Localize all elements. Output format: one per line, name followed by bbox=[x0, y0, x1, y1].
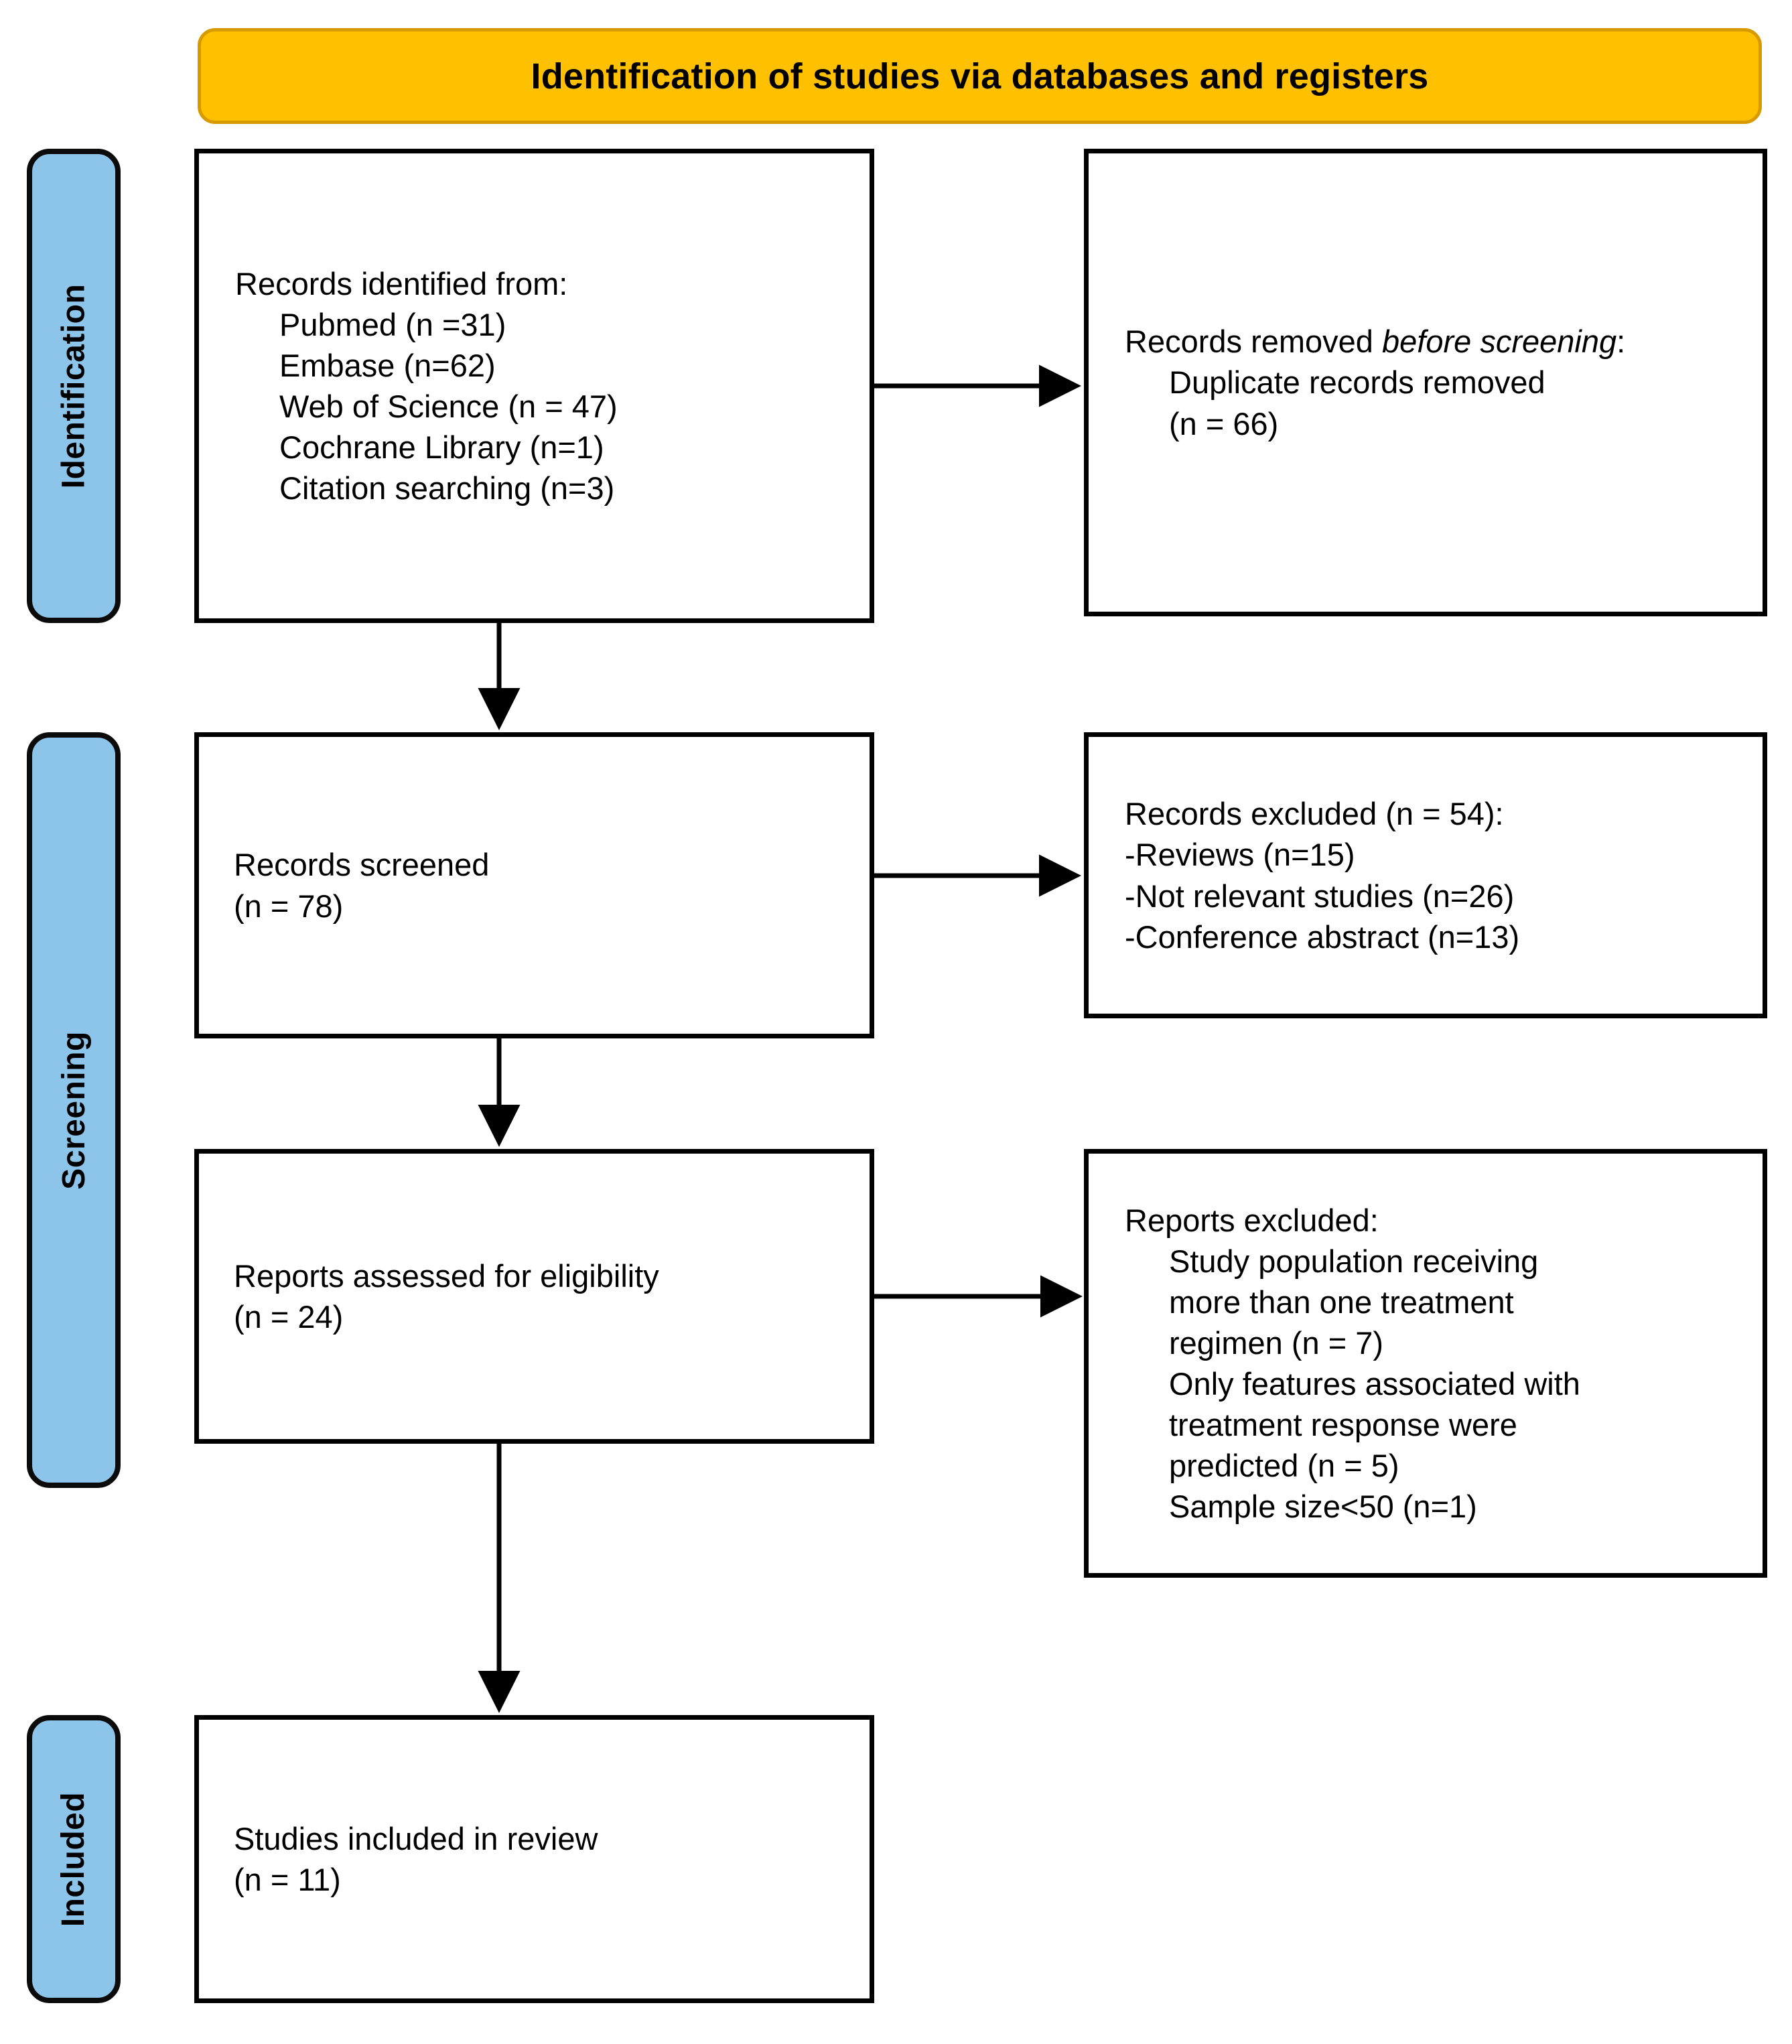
stage-label-identification-text: Identification bbox=[56, 283, 92, 488]
box-studies-included: Studies included in review (n = 11) bbox=[194, 1715, 874, 2003]
records-removed-heading: Records removed before screening: bbox=[1125, 321, 1745, 362]
records-identified-source-citation-searching: Citation searching (n=3) bbox=[279, 470, 615, 506]
reports-excluded-item-1c: regimen (n = 7) bbox=[1169, 1324, 1384, 1361]
stage-label-identification: Identification bbox=[27, 149, 121, 623]
stage-label-included: Included bbox=[27, 1715, 121, 2003]
stage-label-screening: Screening bbox=[27, 732, 121, 1488]
box-records-screened: Records screened (n = 78) bbox=[194, 732, 874, 1038]
studies-included-count: (n = 11) bbox=[234, 1862, 341, 1897]
records-excluded-heading: Records excluded (n = 54): bbox=[1125, 796, 1504, 832]
box-records-removed: Records removed before screening: Duplic… bbox=[1084, 149, 1767, 616]
diagram-header-banner: Identification of studies via databases … bbox=[198, 28, 1762, 124]
records-excluded-item-reviews: -Reviews (n=15) bbox=[1125, 837, 1355, 873]
reports-assessed-count: (n = 24) bbox=[234, 1299, 344, 1335]
box-records-identified: Records identified from: Pubmed (n =31) … bbox=[194, 149, 874, 623]
reports-excluded-item-1a: Study population receiving bbox=[1169, 1243, 1539, 1279]
banner-title: Identification of studies via databases … bbox=[531, 56, 1429, 96]
reports-excluded-item-1b: more than one treatment bbox=[1169, 1284, 1514, 1320]
reports-assessed-heading: Reports assessed for eligibility bbox=[234, 1257, 659, 1294]
records-excluded-item-not-relevant: -Not relevant studies (n=26) bbox=[1125, 878, 1515, 914]
studies-included-heading: Studies included in review bbox=[234, 1820, 598, 1856]
records-screened-heading: Records screened bbox=[234, 847, 490, 883]
stage-label-screening-text: Screening bbox=[56, 1030, 92, 1190]
records-removed-heading-pre: Records removed bbox=[1125, 324, 1382, 360]
records-removed-item-duplicates: Duplicate records removed bbox=[1169, 364, 1545, 401]
records-identified-heading: Records identified from: bbox=[235, 265, 568, 301]
records-screened-count: (n = 78) bbox=[234, 888, 344, 924]
records-removed-item-count: (n = 66) bbox=[1169, 405, 1279, 441]
reports-excluded-item-2a: Only features associated with bbox=[1169, 1366, 1580, 1402]
reports-excluded-item-2b: treatment response were bbox=[1169, 1407, 1517, 1443]
reports-excluded-item-3: Sample size<50 (n=1) bbox=[1169, 1489, 1477, 1525]
records-removed-heading-emphasis: before screening bbox=[1382, 324, 1617, 360]
records-identified-source-embase: Embase (n=62) bbox=[279, 347, 496, 383]
records-removed-heading-post: : bbox=[1616, 324, 1626, 360]
box-records-excluded: Records excluded (n = 54): -Reviews (n=1… bbox=[1084, 732, 1767, 1018]
records-identified-source-pubmed: Pubmed (n =31) bbox=[279, 306, 506, 342]
records-excluded-item-conference-abstract: -Conference abstract (n=13) bbox=[1125, 918, 1520, 955]
stage-label-included-text: Included bbox=[56, 1791, 92, 1927]
box-reports-excluded: Reports excluded: Study population recei… bbox=[1084, 1149, 1767, 1578]
records-identified-source-web-of-science: Web of Science (n = 47) bbox=[279, 389, 618, 424]
box-reports-assessed: Reports assessed for eligibility (n = 24… bbox=[194, 1149, 874, 1444]
reports-excluded-item-2c: predicted (n = 5) bbox=[1169, 1448, 1399, 1484]
reports-excluded-heading: Reports excluded: bbox=[1125, 1202, 1379, 1238]
records-identified-source-cochrane-library: Cochrane Library (n=1) bbox=[279, 429, 604, 466]
